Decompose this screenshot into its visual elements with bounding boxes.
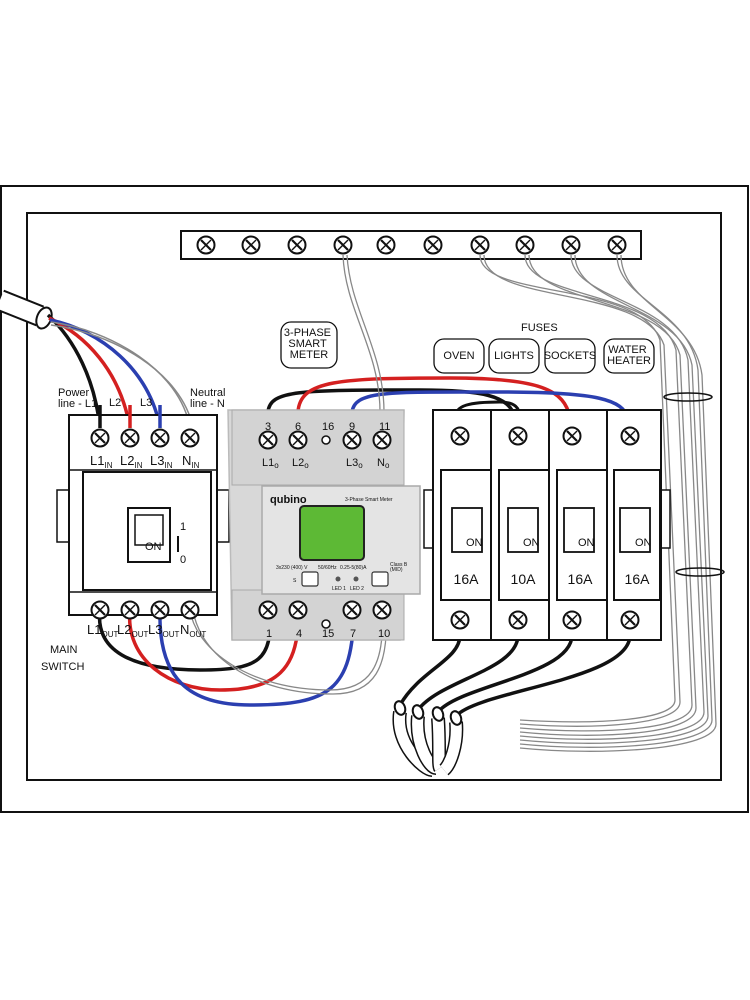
- meter-top-terminal-labels: L1o L2o L3o No: [262, 457, 390, 470]
- fuse-rating-oven: 16A: [454, 571, 480, 587]
- switch-out-l3-label: L3: [148, 622, 162, 637]
- svg-text:11: 11: [379, 421, 390, 433]
- svg-text:L2OUT: L2OUT: [117, 622, 148, 639]
- neutral-wires-right: [479, 254, 717, 752]
- svg-text:7: 7: [350, 628, 356, 640]
- meter-right-button[interactable]: [371, 571, 389, 587]
- inner-frame: [26, 212, 722, 781]
- meter-s-button[interactable]: [301, 571, 319, 587]
- meter-spec-current: 0.25-5(80)A: [340, 565, 367, 571]
- svg-text:1: 1: [266, 628, 272, 640]
- l2-label: L2: [109, 397, 121, 409]
- cable-ties: [663, 392, 725, 577]
- svg-text:10: 10: [378, 628, 390, 640]
- meter-led1-label: LED 1: [332, 586, 346, 592]
- svg-text:ON: ON: [635, 537, 652, 549]
- switch-out-l1-label: L1: [87, 622, 101, 637]
- fuse-water-heater: [606, 409, 662, 641]
- main-switch-output-labels: L1OUT L2OUT L3OUT NOUT: [87, 622, 206, 639]
- svg-text:L3IN: L3IN: [150, 453, 173, 470]
- fuse-blocks: [423, 409, 671, 641]
- meter-class: Class B(MID): [390, 562, 408, 573]
- meter-led2-label: LED 2: [350, 586, 364, 592]
- switch-in-n-label: N: [182, 453, 191, 468]
- fuse-rating-water-heater: 16A: [625, 571, 651, 587]
- svg-text:L2IN: L2IN: [120, 453, 143, 470]
- fuse-rating-sockets: 16A: [568, 571, 594, 587]
- meter-callout-box: [280, 321, 338, 369]
- fuse-lights: [490, 409, 550, 641]
- meter-s-label: S: [293, 578, 297, 584]
- main-switch: [56, 414, 230, 620]
- svg-text:3: 3: [265, 421, 271, 433]
- svg-text:L1IN: L1IN: [90, 453, 113, 470]
- meter-callout-label: 3-PHASE SMART METER: [284, 327, 334, 361]
- svg-text:L3OUT: L3OUT: [148, 622, 179, 639]
- svg-text:NOUT: NOUT: [180, 622, 206, 639]
- fuse-callout-oven: OVEN: [443, 350, 474, 362]
- svg-text:6: 6: [295, 421, 301, 433]
- l3-label: L3: [140, 397, 152, 409]
- svg-text:L3o: L3o: [346, 457, 363, 470]
- main-switch-toggle-label: ON: [145, 541, 162, 553]
- main-switch-off-position: 0: [180, 554, 186, 566]
- meter-top-numbers: 3 6 16 9 11: [265, 421, 390, 433]
- switch-input-wire-ends: [98, 405, 162, 428]
- svg-text:L1o: L1o: [262, 457, 279, 470]
- fuse-sockets: [548, 409, 608, 641]
- meter-brand: qubino: [270, 494, 307, 506]
- svg-text:15: 15: [322, 628, 334, 640]
- svg-text:No: No: [377, 457, 390, 470]
- main-switch-input-labels: L1IN L2IN L3IN NIN: [90, 453, 200, 470]
- svg-text:16: 16: [322, 421, 334, 433]
- svg-text:4: 4: [296, 628, 302, 640]
- fuse-output-cables: [392, 634, 632, 777]
- fuse-toggle-labels: ON ON ON ON: [466, 537, 652, 549]
- wires-switch-to-meter: [97, 609, 388, 707]
- switch-in-l1-label: L1: [90, 453, 104, 468]
- svg-text:9: 9: [349, 421, 355, 433]
- svg-text:ON: ON: [466, 537, 483, 549]
- svg-text:ON: ON: [523, 537, 540, 549]
- fuse-oven: [432, 409, 492, 641]
- svg-text:ON: ON: [578, 537, 595, 549]
- smart-meter: [227, 409, 421, 641]
- meter-display: [299, 505, 365, 561]
- fuse-ratings: 16A 10A 16A 16A: [454, 571, 651, 587]
- svg-text:NIN: NIN: [182, 453, 200, 470]
- fuse-callout-lights: LIGHTS: [494, 350, 534, 362]
- switch-out-n-label: N: [180, 622, 189, 637]
- meter-spec-voltage: 3x230 (400) V: [276, 565, 308, 571]
- switch-out-l2-label: L2: [117, 622, 131, 637]
- meter-model: 3-Phase Smart Meter: [345, 497, 393, 503]
- fuse-callouts: [433, 338, 655, 374]
- switch-in-l3-label: L3: [150, 453, 164, 468]
- main-switch-on-position: 1: [180, 521, 186, 533]
- fuse-callout-sockets: SOCKETS: [544, 350, 597, 362]
- meter-spec-frequency: 50/60Hz: [318, 565, 337, 571]
- fuse-callout-water-heater: WATER HEATER: [607, 344, 651, 367]
- incoming-cable: [0, 289, 194, 429]
- fuse-rating-lights: 10A: [511, 571, 537, 587]
- svg-text:L1OUT: L1OUT: [87, 622, 118, 639]
- fuses-title: FUSES: [521, 322, 558, 334]
- svg-text:L2o: L2o: [292, 457, 309, 470]
- meter-bottom-numbers: 1 4 15 7 10: [266, 628, 390, 640]
- switch-in-l2-label: L2: [120, 453, 134, 468]
